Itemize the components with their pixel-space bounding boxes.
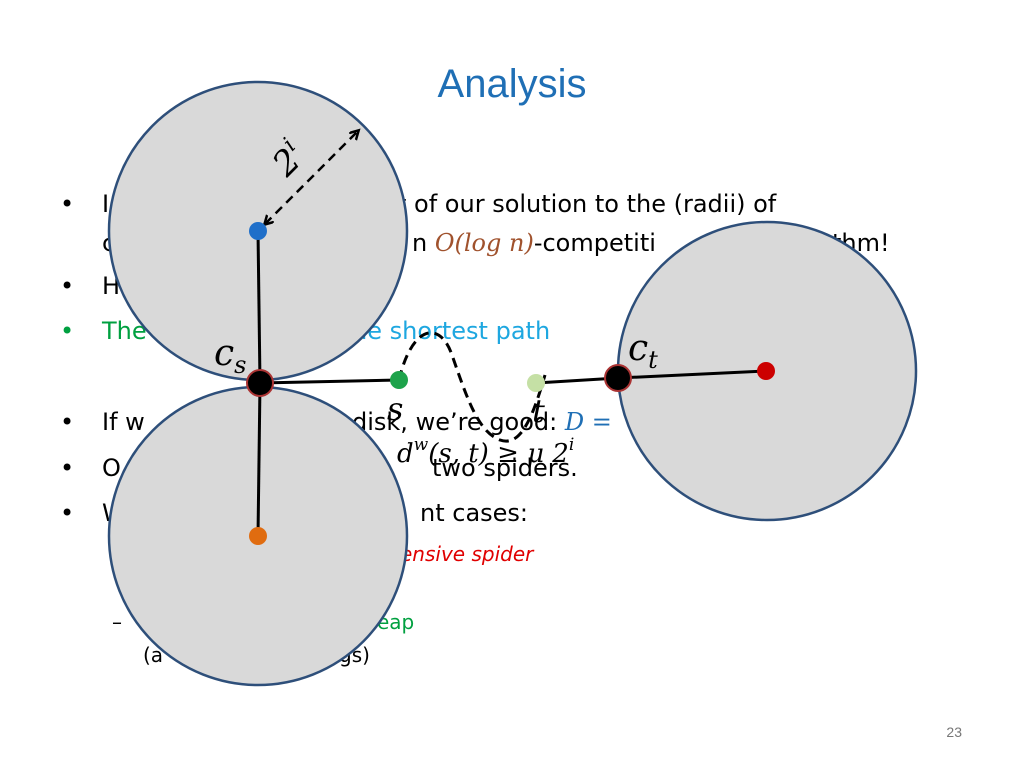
bullet-5-start: O [102,454,121,482]
bullet-1-n: n [412,229,435,257]
edge-cs-s [259,378,400,385]
hub-ct [604,364,632,392]
radius-arrow [265,131,358,224]
bullet-4-start: If w [102,408,145,436]
bullet-dot-1: • [60,190,75,218]
bullet-4-text: disk, we’re good: [352,408,565,436]
bullet-4-math: D = [564,408,612,436]
label-s: s [387,390,403,428]
bullet-1-line-1-start: I [102,190,110,218]
edge-ct-right [617,369,767,380]
bullet-5-end: two spiders. [432,454,578,482]
dw-d: d [397,439,414,469]
big-o-math: O(log n) [434,229,534,257]
label-ct-base: c [628,328,648,369]
label-ct: ct [628,328,658,374]
edge-cs-top [256,230,262,384]
bullet-6-end: nt cases: [420,499,529,527]
point-blue [249,222,267,240]
point-red [757,362,775,380]
label-cs-sub: s [234,351,246,379]
label-t: t [532,392,545,430]
dw-sup: w [414,435,429,455]
label-ct-sub: t [648,346,658,374]
slide-title: Analysis [437,62,587,106]
bullet-4-end: disk, we’re good: D = [352,408,612,436]
bullet-dot-2: • [60,272,75,300]
hub-cs [246,369,274,397]
bullet-dot-3: • [60,317,75,345]
bullet-dot-4: • [60,408,75,436]
bullet-3-end: he shortest path [352,317,551,345]
bullet-2: H [102,272,121,300]
page-number: 23 [946,724,962,740]
distance-inequality: dw(s, t) ≥ μ 2i [397,435,574,469]
point-orange [249,527,267,545]
dw-exp: i [569,435,574,455]
dw-args: (s, t) ≥ μ 2 [428,439,569,469]
bullet-1-line-2-mid: n O(log n)-competiti [412,229,656,257]
point-s [390,371,408,389]
edge-cs-bottom [256,382,262,537]
label-cs: cs [214,333,247,379]
label-cs-base: c [214,333,234,374]
point-t [527,374,545,392]
bullet-dot-5: • [60,454,75,482]
shortest-path-s-t [397,331,547,443]
bullet-1-competitive: -competiti [533,229,656,257]
bullet-1-line-1-end: t of our solution to the (radii) of [397,190,777,218]
sub-bullet-3-start: (a [143,643,164,667]
bullet-dot-6: • [60,499,75,527]
sub-bullet-1: ensive spider [400,542,534,566]
sub-bullet-2-dash: – [112,610,122,634]
